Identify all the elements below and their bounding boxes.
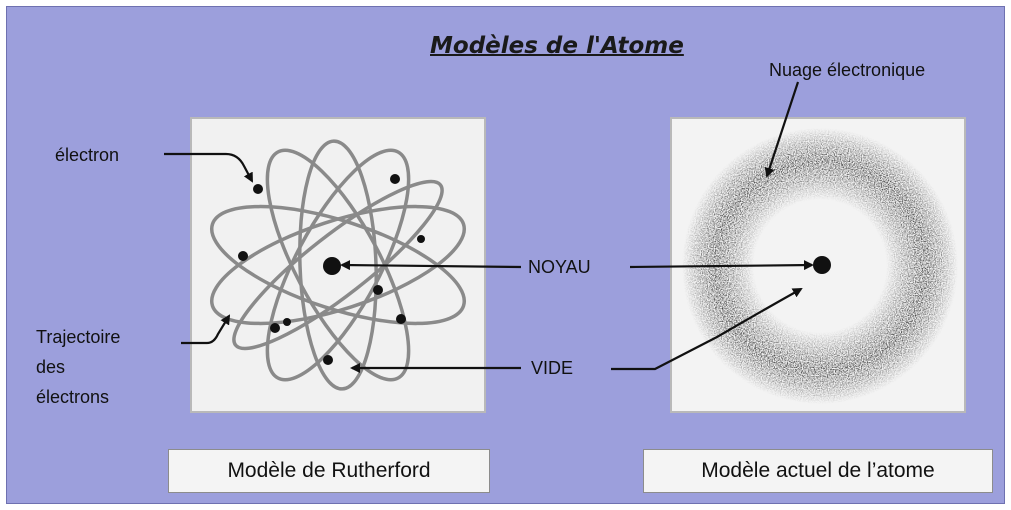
trajectory-label-line3: électrons <box>36 387 110 407</box>
electron-dot <box>396 314 406 324</box>
orbit <box>298 139 378 391</box>
nucleus-arrow-right <box>629 260 814 271</box>
electron-dot <box>373 285 383 295</box>
electrons <box>238 174 425 365</box>
electron-dot <box>323 355 333 365</box>
modern-model-panel <box>670 117 966 413</box>
electron-label: électron <box>55 145 120 165</box>
trajectory-label-line2: des <box>36 357 66 377</box>
orbit <box>209 204 467 326</box>
electron-dot <box>283 318 291 326</box>
electron-dot <box>270 323 280 333</box>
modern-caption: Modèle actuel de l’atome <box>643 449 993 493</box>
electron-dot <box>253 184 263 194</box>
nucleus-label: NOYAU <box>528 257 591 277</box>
nucleus-arrow-left <box>340 260 522 271</box>
cloud-pointer <box>764 81 800 178</box>
electron-cloud-atom <box>682 128 958 404</box>
void-label: VIDE <box>531 358 574 378</box>
nucleus <box>323 257 341 275</box>
electron-pointer <box>164 152 253 183</box>
orbit <box>209 204 467 326</box>
void-arrow-right <box>611 288 803 371</box>
trajectory-label-line1: Trajectoire <box>36 327 121 347</box>
orbit <box>232 179 444 351</box>
nucleus <box>813 256 831 274</box>
page-title: Modèles de l'Atome <box>430 33 684 59</box>
electron-dot <box>238 251 248 261</box>
trajectory-pointer <box>181 314 231 345</box>
rutherford-atom <box>209 139 467 391</box>
electron-orbits <box>209 139 467 391</box>
cloud-label: Nuage électronique <box>769 60 926 80</box>
rutherford-caption: Modèle de Rutherford <box>168 449 490 493</box>
electron-dot <box>417 235 425 243</box>
electron-dot <box>390 174 400 184</box>
